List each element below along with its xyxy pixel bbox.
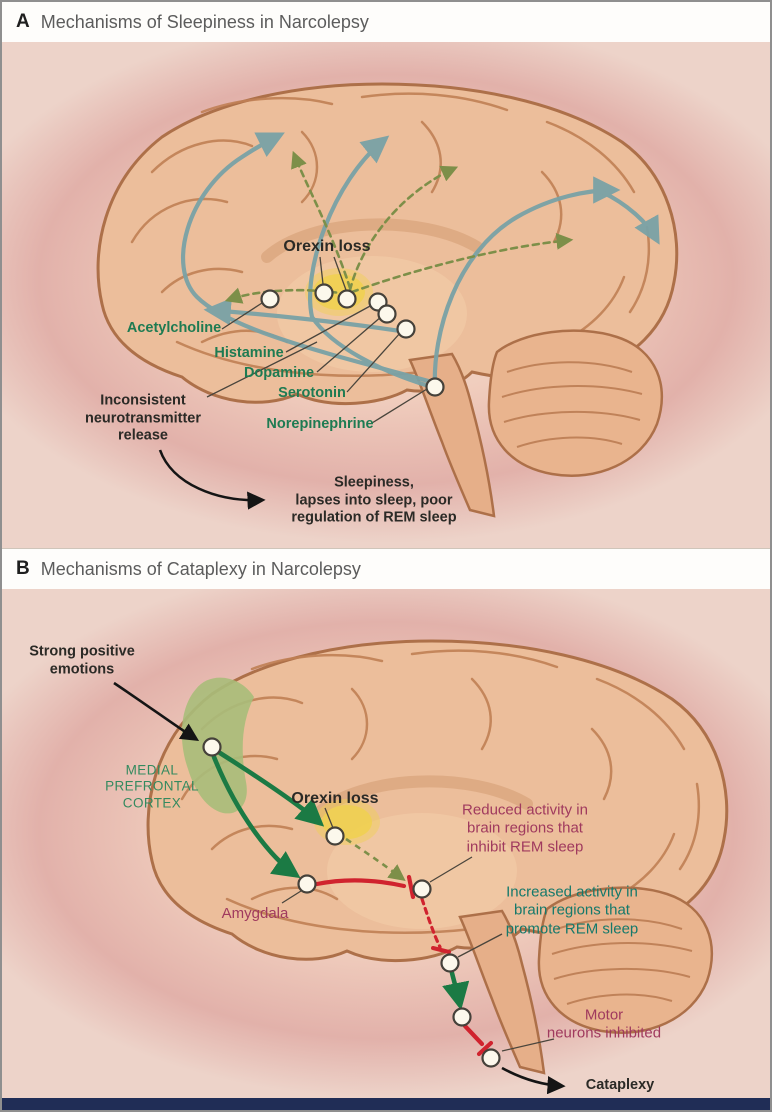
- label-connector-lines: [206, 256, 428, 424]
- motor-neuron-node: [481, 1048, 501, 1068]
- dashed-orexin-arrow-b: [345, 837, 406, 882]
- rem-inhibit-node: [412, 879, 432, 899]
- orexin-node-2: [337, 289, 357, 309]
- cataplexy-arrow: [501, 1066, 566, 1095]
- orexin-node-1: [314, 283, 334, 303]
- strong-emotions-label: Strong positive emotions: [29, 643, 135, 677]
- orexin-node-b: [325, 826, 345, 846]
- acetylcholine-label: Acetylcholine: [126, 320, 222, 337]
- mpfc-label: MEDIAL PREFRONTAL CORTEX: [105, 762, 199, 811]
- bottom-accent-bar: [2, 1098, 770, 1110]
- cataplexy-label: Cataplexy: [585, 1077, 655, 1094]
- inhibitory-red-lines: [314, 874, 494, 1057]
- orexin-loss-label-a: Orexin loss: [283, 238, 371, 256]
- descending-node: [452, 1007, 472, 1027]
- reduced-activity-label: Reduced activity in brain regions that i…: [462, 801, 588, 856]
- panel-a-letter: A: [16, 11, 30, 32]
- panel-a-canvas: Orexin loss Acetylcholine Histamine Dopa…: [2, 42, 770, 548]
- panel-b-header: B Mechanisms of Cataplexy in Narcolepsy: [2, 548, 770, 589]
- sleepiness-outcome-label: Sleepiness, lapses into sleep, poor regu…: [291, 474, 457, 526]
- panel-b-title: Mechanisms of Cataplexy in Narcolepsy: [40, 558, 361, 579]
- panel-b-canvas: Strong positive emotions MEDIAL PREFRONT…: [2, 589, 770, 1103]
- increased-activity-label: Increased activity in brain regions that…: [505, 883, 639, 938]
- orexin-loss-label-b: Orexin loss: [291, 790, 379, 808]
- panel-a-header: A Mechanisms of Sleepiness in Narcolepsy: [2, 2, 770, 42]
- outcome-arrow: [158, 449, 266, 510]
- serotonin-label: Serotonin: [278, 385, 346, 402]
- histamine-label: Histamine: [214, 345, 284, 362]
- panel-a-title: Mechanisms of Sleepiness in Narcolepsy: [40, 11, 369, 32]
- motor-neurons-label: Motor neurons inhibited: [546, 1006, 662, 1042]
- excitatory-green-arrows: [211, 750, 470, 1011]
- norepinephrine-label: Norepinephrine: [266, 416, 374, 433]
- emotions-arrow: [113, 681, 200, 741]
- amygdala-label: Amygdala: [221, 904, 289, 922]
- dopamine-node: [377, 304, 397, 324]
- dopamine-label: Dopamine: [243, 365, 315, 382]
- brain-illustration-a: [2, 42, 770, 548]
- panel-b-letter: B: [16, 558, 30, 579]
- norepinephrine-node: [425, 377, 445, 397]
- rem-promote-node: [440, 953, 460, 973]
- acetylcholine-node: [260, 289, 280, 309]
- inconsistent-release-label: Inconsistent neurotransmitter release: [84, 392, 202, 444]
- teal-projection-arrows: [181, 132, 660, 393]
- brain-illustration-b: [113, 589, 770, 1095]
- label-connector-lines-b: [281, 807, 555, 1052]
- serotonin-node: [396, 319, 416, 339]
- amygdala-node: [297, 874, 317, 894]
- mpfc-node: [202, 737, 222, 757]
